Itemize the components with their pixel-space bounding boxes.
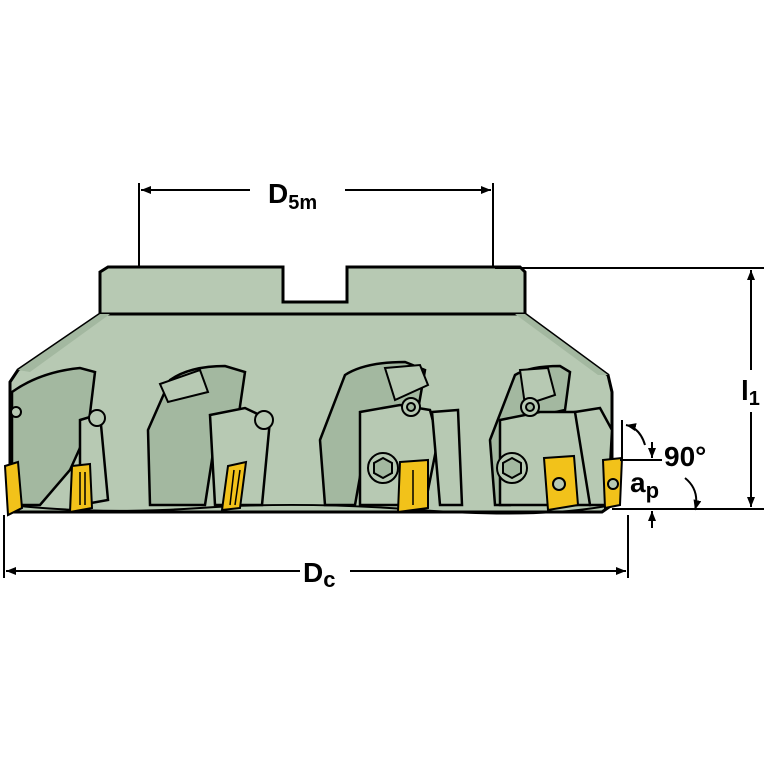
screw-icon: [401, 397, 421, 417]
insert-icon: [3, 460, 24, 517]
dimension-l1: [495, 267, 764, 510]
dimension-ap: [620, 442, 662, 528]
dc-label: D: [303, 557, 323, 588]
screw-icon: [520, 397, 540, 417]
screw-icon: [88, 409, 106, 427]
dc-subscript: c: [323, 567, 335, 592]
insert-icon: [68, 462, 94, 514]
l1-subscript: 1: [749, 388, 760, 410]
screw-icon: [496, 452, 528, 484]
screw-icon: [254, 410, 274, 430]
chip-pocket: [10, 366, 97, 507]
svg-text:l1: l1: [741, 375, 760, 410]
inserts: [3, 454, 624, 517]
angle-indicator: [621, 420, 702, 511]
l1-label: l: [741, 375, 749, 406]
dimension-arrow-icon: [684, 477, 702, 511]
ap-subscript: p: [646, 478, 659, 503]
screws: [10, 397, 540, 484]
insert-seat: [430, 408, 464, 507]
d5m-subscript: 5m: [288, 192, 317, 214]
screw-icon: [607, 478, 619, 490]
dimension-d5m: [138, 183, 494, 267]
svg-text:ap: ap: [630, 467, 659, 503]
d5m-label: D: [268, 178, 288, 209]
ap-label: a: [630, 467, 646, 498]
cutter-hub: [98, 265, 527, 316]
svg-text:D5m: D5m: [268, 178, 317, 214]
screw-icon: [552, 477, 566, 491]
dimension-dc: [3, 515, 629, 578]
cutter-body: [8, 265, 614, 515]
svg-text:Dc: Dc: [303, 557, 335, 592]
clamp-wedges: [158, 363, 557, 407]
angle-label: 90°: [664, 441, 706, 472]
dimension-arrow-icon: [625, 423, 646, 446]
screw-icon: [367, 452, 399, 484]
screw-icon: [10, 406, 22, 418]
